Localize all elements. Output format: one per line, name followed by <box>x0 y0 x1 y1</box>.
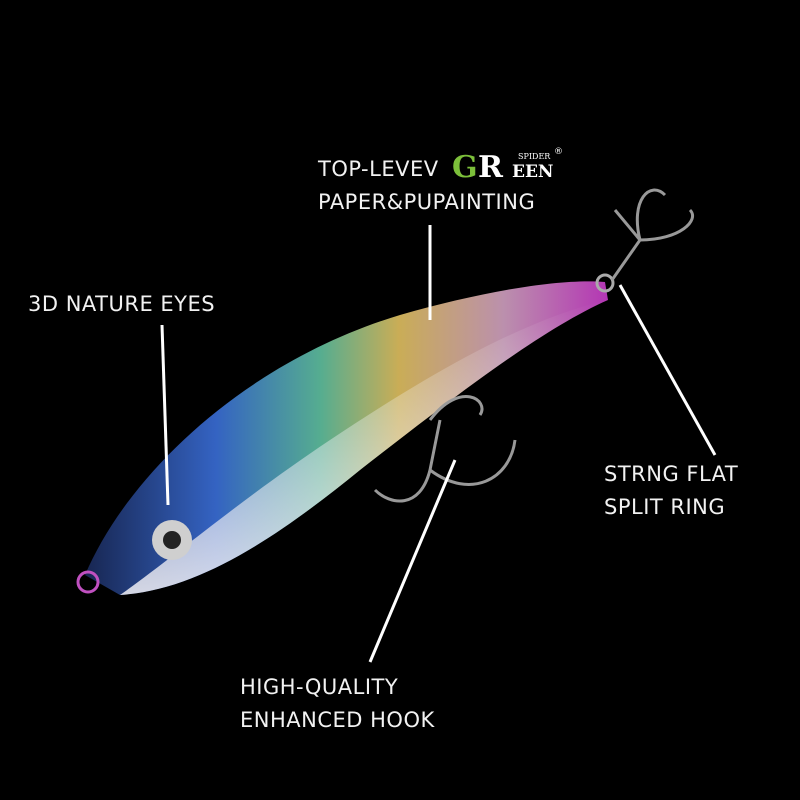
tail-treble-hook <box>610 188 694 281</box>
tail-ring <box>595 273 615 293</box>
callout-painting-line1: TOP-LEVEV <box>318 157 439 181</box>
lure-belly <box>120 300 608 595</box>
logo-r: R <box>478 150 503 185</box>
callout-painting-line2: PAPER&PUPAINTING <box>318 190 536 214</box>
green-spider-logo: G R SPIDER EEN ® <box>452 147 567 186</box>
logo-een: EEN <box>512 162 554 182</box>
logo-g: G <box>452 150 478 185</box>
logo-spider: SPIDER <box>518 152 551 161</box>
callout-hook-line1: HIGH-QUALITY <box>240 675 399 699</box>
nose-ring <box>76 570 100 594</box>
callout-hook-line2: ENHANCED HOOK <box>240 708 435 732</box>
callout-split-ring-line1: STRNG FLAT <box>604 462 739 486</box>
callout-split-ring-line2: SPLIT RING <box>604 495 726 519</box>
belly-treble-hook <box>373 395 517 503</box>
logo-registered: ® <box>554 147 563 157</box>
callout-line-hook <box>368 459 457 663</box>
callout-line-split-ring <box>618 284 717 456</box>
callout-eyes: 3D NATURE EYES <box>28 292 216 316</box>
callout-line-eyes <box>160 324 170 506</box>
